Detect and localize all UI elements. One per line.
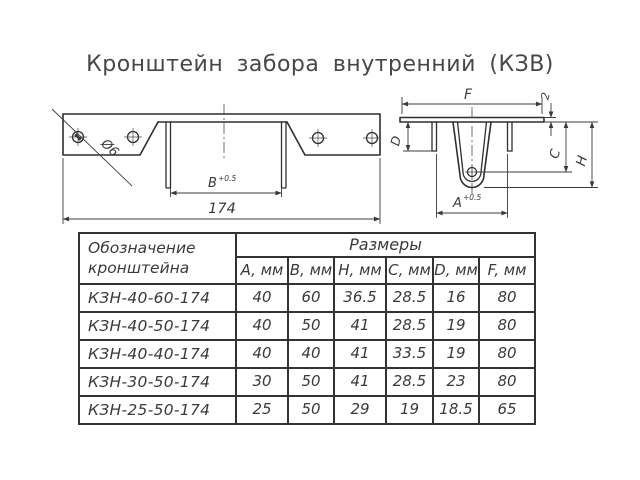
dim-label-c: C: [547, 147, 564, 161]
dim-label-f: F: [464, 87, 473, 103]
col-header-d: D, мм: [432, 256, 480, 285]
dim-label-hole: Ø6: [97, 136, 121, 160]
bracket-designation: КЗН-30-50-174: [78, 367, 237, 397]
col-header-b: B, мм: [287, 256, 335, 285]
dim-c: C: [476, 121, 598, 173]
dim-f: F: [401, 87, 543, 114]
dim-thickness: 2: [538, 91, 556, 136]
dim-label-b-tol: +0.5: [218, 174, 236, 183]
dim-label-h: H: [573, 154, 591, 168]
dim-h: H: [484, 121, 598, 188]
table-row: КЗН-40-40-174 40 40 41 33.5 19 80: [78, 339, 536, 369]
col-header-c: C, мм: [385, 256, 434, 285]
dim-total-width: 174: [62, 158, 381, 224]
dim-label-a: A: [452, 196, 462, 211]
dim-b: B +0.5: [170, 174, 282, 197]
dim-label-a-tol: +0.5: [463, 193, 481, 202]
table-row: КЗН-40-60-174 40 60 36.5 28.5 16 80: [78, 283, 536, 313]
page-title: Кронштейн забора внутренний (КЗВ): [86, 52, 554, 77]
col-header-f: F, мм: [478, 256, 536, 285]
dim-label-thickness: 2: [538, 91, 552, 101]
table-row: КЗН-25-50-174 25 50 29 19 18.5 65: [78, 395, 536, 425]
sizes-header: Размеры: [235, 232, 536, 258]
dim-label-total-width: 174: [208, 201, 236, 217]
dim-a: A +0.5: [436, 154, 508, 218]
col-header-h: H, мм: [333, 256, 387, 285]
side-view: F 2 D C: [387, 87, 598, 218]
dimensions-table: Обозначение кронштейна Размеры A, мм B, …: [78, 232, 536, 425]
mounting-holes-front: [69, 128, 381, 147]
dim-hole-diameter: Ø6: [51, 108, 133, 187]
dim-label-b: B: [208, 176, 217, 191]
designation-header: Обозначение кронштейна: [78, 232, 237, 285]
bracket-designation: КЗН-40-50-174: [78, 311, 237, 341]
table-row: КЗН-30-50-174 30 50 41 28.5 23 80: [78, 367, 536, 397]
table-row: КЗН-40-50-174 40 50 41 28.5 19 80: [78, 311, 536, 341]
dim-d: D: [387, 121, 432, 152]
bracket-designation: КЗН-40-40-174: [78, 339, 237, 369]
front-view: Ø6 B +0.5 174: [51, 104, 381, 224]
bracket-designation: КЗН-40-60-174: [78, 283, 237, 313]
dim-label-d: D: [387, 134, 404, 148]
bracket-designation: КЗН-25-50-174: [78, 395, 237, 425]
col-header-a: A, мм: [235, 256, 289, 285]
